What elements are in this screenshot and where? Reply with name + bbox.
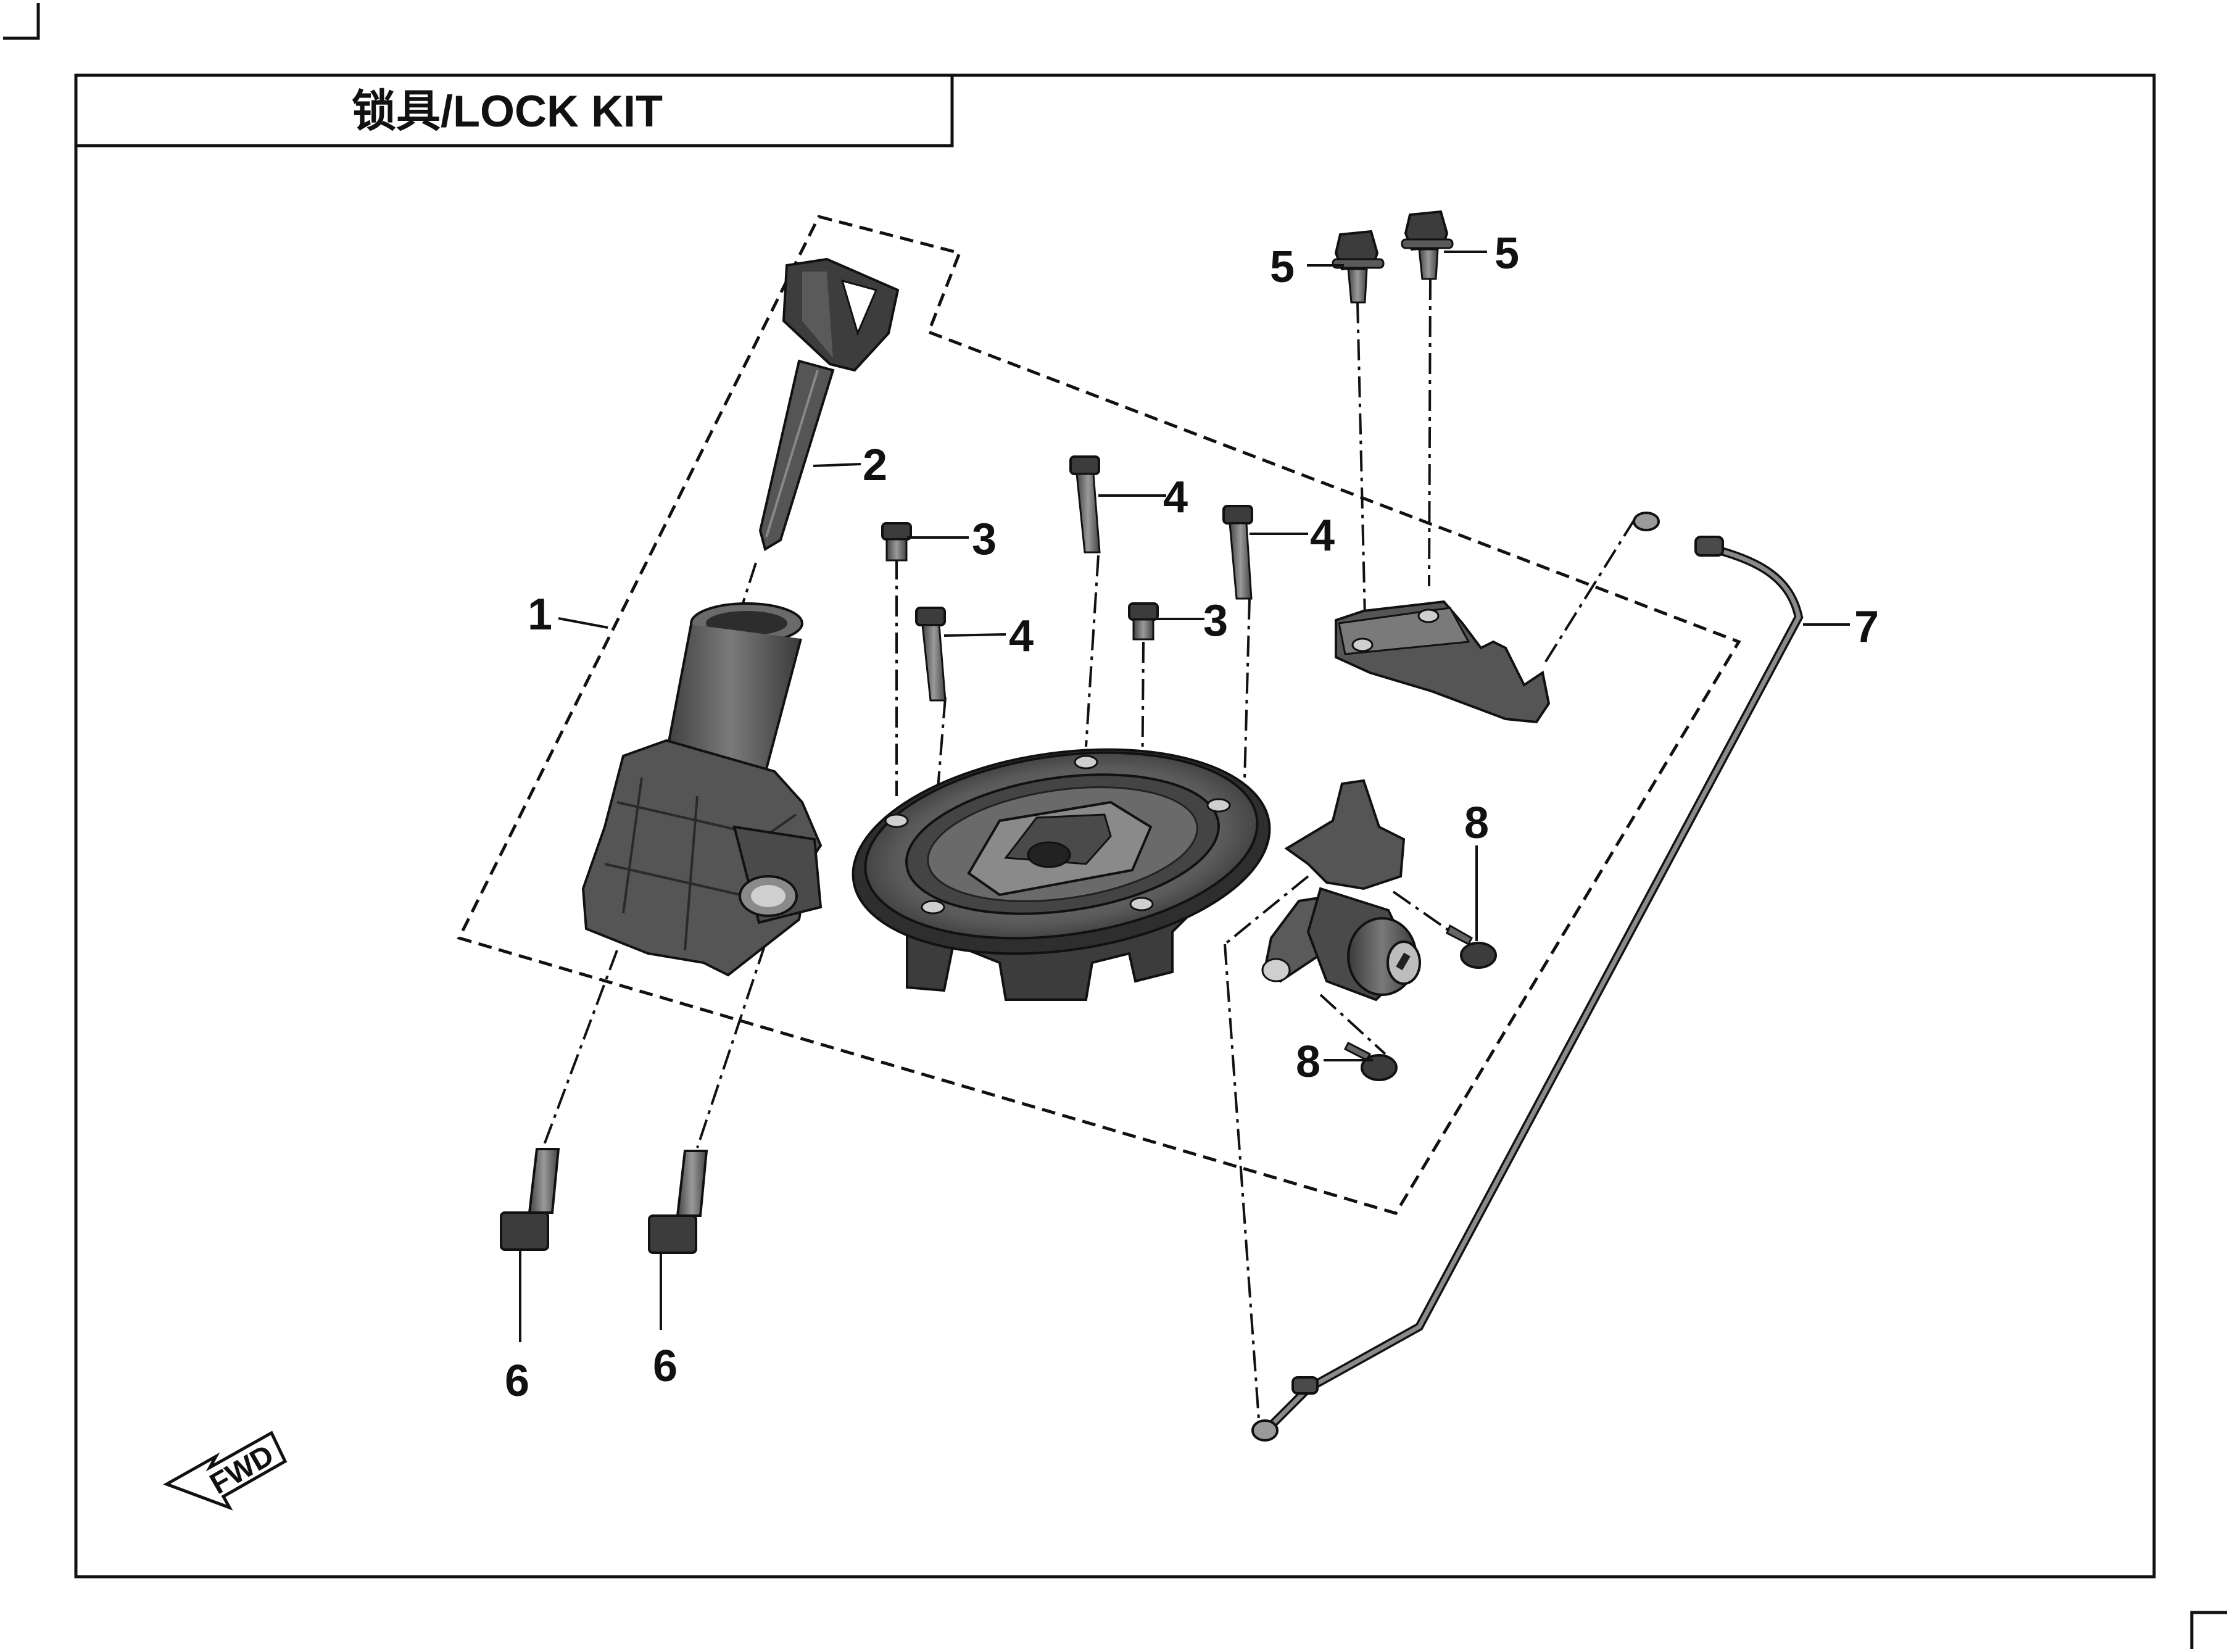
bolt-4-center [1069, 455, 1101, 554]
callout-3-left: 3 [972, 515, 997, 564]
callout-8-upper: 8 [1464, 799, 1489, 848]
crop-marks [3, 3, 2227, 1649]
callout-4-left: 4 [1009, 612, 1034, 661]
callout-6-right: 6 [653, 1342, 678, 1391]
bolt-4-left [915, 607, 947, 702]
page-title: 锁具/LOCK KIT [352, 87, 663, 136]
callout-2: 2 [863, 441, 887, 490]
callouts: 1 2 3 3 4 4 4 5 5 6 6 7 8 8 [505, 229, 1879, 1406]
cable-part [1251, 512, 1804, 1442]
bolt-4-right [1222, 505, 1253, 600]
ignition-switch-part [581, 602, 823, 977]
callout-5-left: 5 [1270, 243, 1295, 292]
fwd-arrow-icon: FWD [163, 1430, 288, 1511]
bolt-3-right [1128, 602, 1159, 641]
key-part [758, 257, 900, 552]
callout-4-center: 4 [1163, 473, 1188, 522]
screw-8-upper [1446, 924, 1497, 969]
callout-6-left: 6 [505, 1356, 529, 1406]
callout-3-right: 3 [1203, 596, 1228, 645]
diagram-frame [74, 73, 2156, 1579]
callout-5-right: 5 [1494, 229, 1519, 278]
callout-8-lower: 8 [1296, 1037, 1320, 1087]
callout-4-right: 4 [1310, 511, 1335, 560]
callout-1: 1 [528, 590, 552, 639]
bolt-6-left [500, 1148, 560, 1251]
seat-lock-part [1261, 779, 1421, 1002]
bolt-3-left [881, 522, 912, 562]
leader-lines [519, 251, 1850, 1342]
bolt-5-left [1332, 230, 1385, 304]
kit-boundary [457, 215, 1741, 1215]
bolt-5-right [1401, 210, 1454, 280]
bolt-6-right [648, 1150, 708, 1254]
callout-7: 7 [1854, 602, 1879, 652]
bracket-part [1335, 600, 1551, 724]
fuel-cap-part [852, 748, 1271, 1001]
title-box [74, 73, 954, 147]
